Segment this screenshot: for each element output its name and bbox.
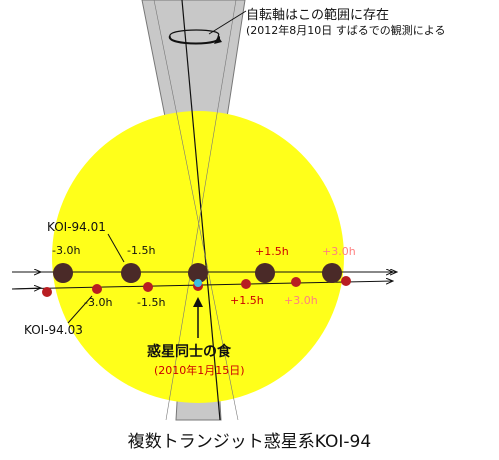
koi-9403-time-plus-1.5h: +1.5h bbox=[230, 294, 264, 307]
koi-9401-time-minus-3h: -3.0h bbox=[52, 244, 81, 257]
axis-line-c bbox=[165, 0, 237, 421]
koi-9403-time-minus-3h: -3.0h bbox=[84, 296, 113, 309]
figure-title: 複数トランジット惑星系KOI-94 bbox=[127, 432, 372, 452]
spin-axis-note-source: (2012年8月10日 すばるでの観測による bbox=[246, 24, 446, 37]
koi-9401-pos-plus-3h bbox=[322, 263, 342, 283]
koi-9401-pos-plus-1.5h bbox=[255, 263, 275, 283]
spin-note-leader bbox=[208, 10, 247, 35]
overlap-eclipse-marker bbox=[194, 279, 202, 287]
koi-9401-pos-minus-3h bbox=[53, 263, 73, 283]
koi-9403-pos-mid-right bbox=[291, 277, 301, 287]
axis-line-b bbox=[153, 0, 239, 421]
koi-9403-pos-minus-1.5h bbox=[92, 284, 102, 294]
koi-9401-time-plus-1.5h: +1.5h bbox=[255, 245, 289, 258]
koi-9403-time-minus-1.5h: -1.5h bbox=[137, 296, 166, 309]
koi-9403-leader bbox=[67, 295, 93, 324]
koi-9401-label: KOI-94.01 bbox=[47, 220, 106, 234]
rotation-arrow-head bbox=[214, 36, 222, 44]
koi-9403-pos-plus-3h bbox=[341, 276, 351, 286]
koi-9401-pos-minus-1.5h bbox=[121, 263, 141, 283]
koi-9401-time-plus-3h: +3.0h bbox=[322, 245, 356, 258]
koi-9403-pos-plus-1.5h bbox=[241, 279, 251, 289]
eclipse-title: 惑星同士の食 bbox=[147, 344, 231, 360]
spin-axis-note: 自転軸はこの範囲に存在 bbox=[246, 8, 390, 23]
koi-9401-pos-mid bbox=[188, 263, 208, 283]
koi-9403-pos-minus-3h bbox=[42, 287, 52, 297]
koi-9403-time-plus-3h: +3.0h bbox=[284, 294, 318, 307]
koi-9401-leader bbox=[107, 233, 125, 263]
koi-9403-pos-mid-left bbox=[143, 282, 153, 292]
star-disk bbox=[52, 111, 344, 403]
eclipse-date: (2010年1月15日) bbox=[154, 364, 245, 377]
koi-9403-label: KOI-94.03 bbox=[24, 323, 83, 337]
koi-9401-time-minus-1.5h: -1.5h bbox=[127, 244, 156, 257]
